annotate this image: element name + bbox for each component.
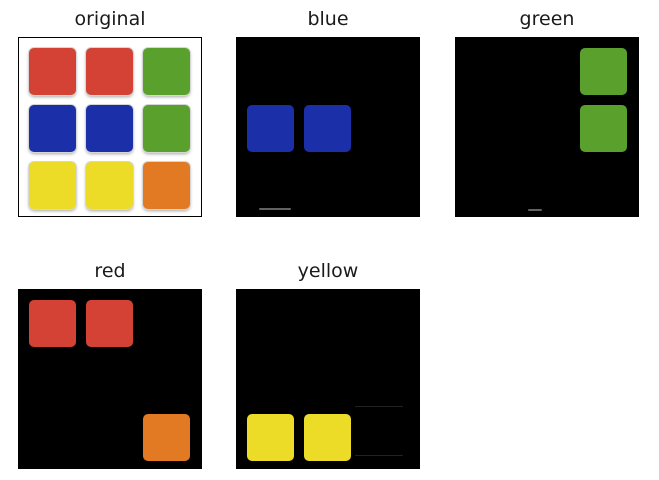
sticker xyxy=(143,414,190,461)
image-green-mask xyxy=(455,37,639,217)
panel-title-red: red xyxy=(94,260,126,282)
sticker xyxy=(247,105,294,152)
sticker xyxy=(143,105,190,152)
sticker xyxy=(86,162,133,209)
panel-title-blue: blue xyxy=(307,8,349,30)
sticker xyxy=(29,300,76,347)
sticker xyxy=(247,414,294,461)
image-original xyxy=(18,37,202,217)
sticker xyxy=(86,300,133,347)
sticker xyxy=(304,414,351,461)
sticker xyxy=(29,48,76,95)
sticker xyxy=(86,105,133,152)
mask-noise xyxy=(355,455,403,456)
sticker xyxy=(580,48,627,95)
image-blue-mask xyxy=(236,37,420,217)
mask-noise xyxy=(528,209,542,211)
image-yellow-mask xyxy=(236,289,420,469)
sticker xyxy=(29,105,76,152)
sticker xyxy=(86,48,133,95)
sticker xyxy=(304,105,351,152)
sticker xyxy=(29,162,76,209)
mask-noise xyxy=(355,406,403,407)
panel-title-yellow: yellow xyxy=(297,260,359,282)
mask-noise xyxy=(259,208,291,210)
sticker xyxy=(580,105,627,152)
sticker xyxy=(143,162,190,209)
panel-title-original: original xyxy=(74,8,146,30)
image-red-mask xyxy=(18,289,202,469)
panel-title-green: green xyxy=(519,8,575,30)
sticker xyxy=(143,48,190,95)
